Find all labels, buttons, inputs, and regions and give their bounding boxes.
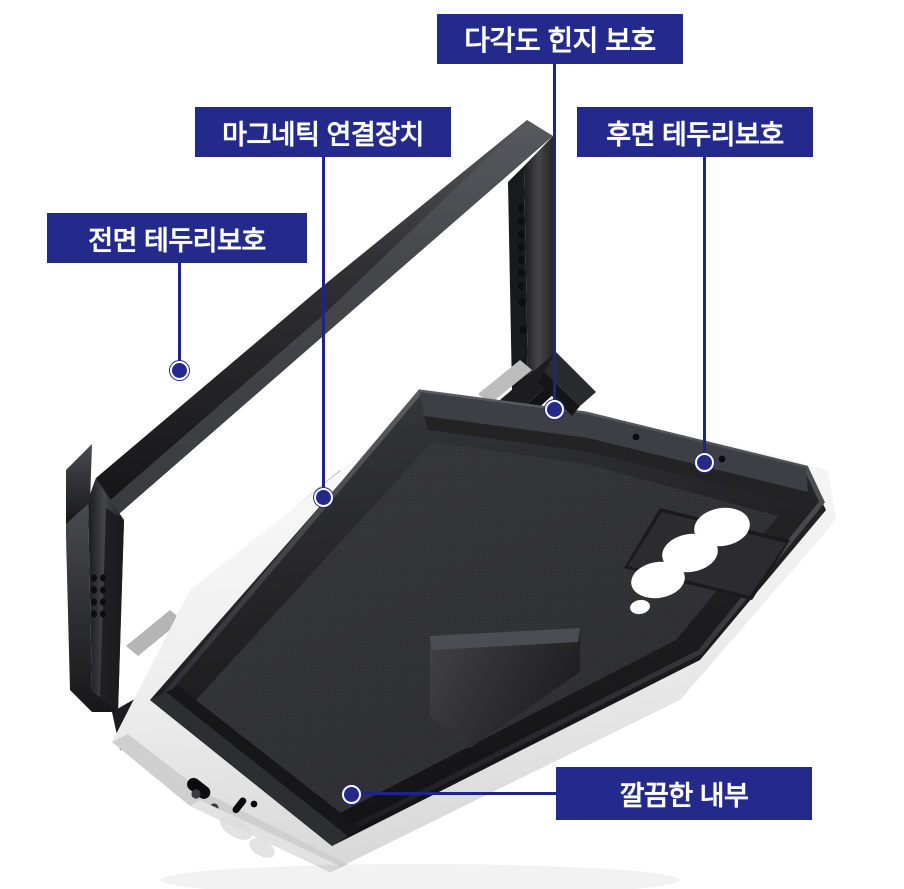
callout-dot-inner <box>342 785 361 804</box>
speaker-grille-left <box>91 574 106 618</box>
callout-dot-rear <box>695 453 714 472</box>
callout-dot-hinge <box>545 400 564 419</box>
callout-label-magnetic[interactable]: 마그네틱 연결장치 <box>195 107 451 157</box>
callout-line-magnetic <box>322 157 325 495</box>
callout-dot-front <box>170 361 189 380</box>
callout-line-hinge <box>553 64 556 406</box>
camera-cutout-2 <box>662 533 718 573</box>
back-cover <box>112 352 836 872</box>
callout-line-rear <box>703 157 706 462</box>
callout-label-inner[interactable]: 깔끔한 내부 <box>556 767 812 820</box>
camera-cutout-3 <box>631 561 685 599</box>
callout-label-rear[interactable]: 후면 테두리보호 <box>577 107 813 157</box>
callout-line-inner <box>351 792 559 795</box>
callout-label-hinge[interactable]: 다각도 힌지 보호 <box>437 14 683 64</box>
flash-cutout <box>630 599 650 615</box>
callout-line-front <box>178 263 181 370</box>
kickstand <box>430 628 580 748</box>
rail-hole-2 <box>718 455 726 463</box>
rail-hole-1 <box>632 433 640 441</box>
camera-cutout-1 <box>694 507 750 547</box>
speaker-grille-right <box>517 204 527 334</box>
callout-dot-magnetic <box>314 488 333 507</box>
callout-label-front[interactable]: 전면 테두리보호 <box>47 213 307 263</box>
